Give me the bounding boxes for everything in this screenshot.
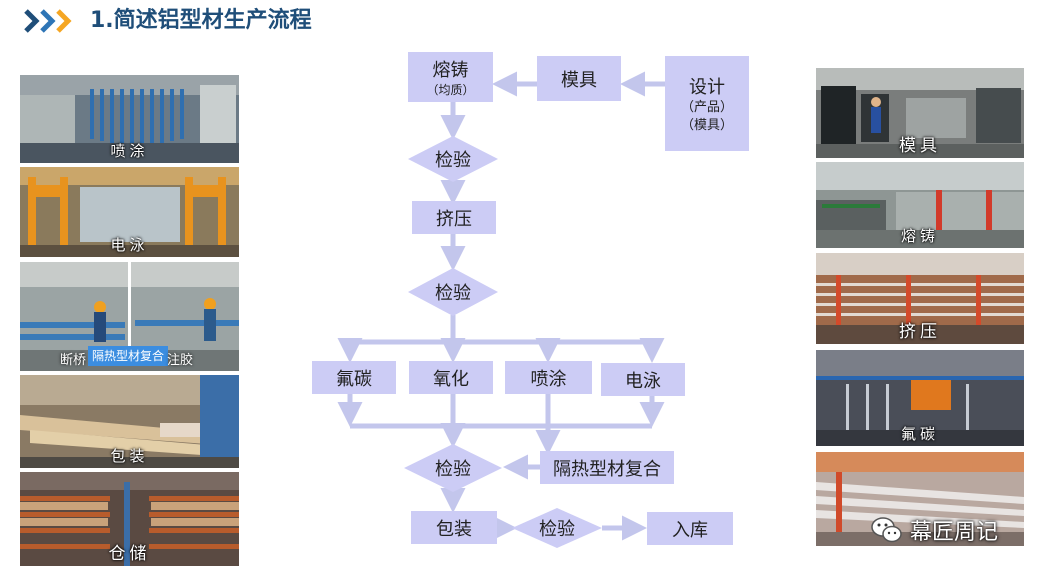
diamond-inspect-1 (408, 136, 498, 182)
photo-caption: 喷涂 (110, 142, 149, 160)
node-packaging: 包装 (411, 511, 497, 544)
node-design-title: 设计 (689, 76, 725, 98)
photo-caption-box: 隔热型材复合 (88, 346, 169, 366)
node-extrusion-label: 挤压 (436, 208, 472, 230)
diamond-inspect-3 (404, 444, 502, 492)
photo-caption-left: 断桥 (60, 353, 87, 368)
photo-caption: 仓储 (108, 544, 151, 564)
node-melt-title: 熔铸 (432, 60, 469, 81)
photo-casting: 熔铸 (816, 162, 1024, 248)
photo-warehouse: 仓储 (20, 472, 239, 566)
node-storage: 入库 (647, 512, 733, 545)
photo-caption: 熔铸 (900, 227, 939, 245)
node-design: 设计 （产品） （模具） (665, 56, 749, 151)
photo-caption: 氟碳 (900, 425, 939, 443)
page-title: 1.简述铝型材生产流程 (90, 8, 312, 33)
wechat-icon (871, 517, 902, 543)
chevron-arrows-icon (24, 9, 72, 33)
photo-profiles (816, 452, 1024, 546)
photo-spraying: 喷涂 (20, 75, 239, 163)
photo-caption: 电泳 (110, 236, 149, 254)
photo-fluorocarbon: 氟碳 (816, 350, 1024, 446)
photo-packaging: 包装 (20, 375, 239, 468)
photo-extrusion: 挤压 (816, 253, 1024, 344)
diamond-inspect-2 (408, 268, 498, 316)
node-oxidation: 氧化 (409, 361, 493, 394)
node-design-sub2: （模具） (680, 117, 733, 133)
node-packaging-label: 包装 (436, 518, 472, 540)
photo-caption-right: 注胶 (167, 353, 194, 368)
label-inspect-3: 检验 (435, 459, 471, 480)
node-oxidation-label: 氧化 (433, 368, 469, 390)
photo-electrophoresis: 电泳 (20, 167, 239, 257)
photo-caption: 挤压 (899, 322, 941, 342)
node-electrophoresis: 电泳 (601, 363, 685, 396)
watermark-text: 幕匠周记 (910, 520, 999, 545)
diamond-inspect-4 (512, 508, 602, 548)
photo-caption: 模具 (899, 136, 941, 156)
node-electrophoresis-label: 电泳 (625, 370, 661, 392)
photo-thermal-break: 断桥 隔热型材复合 注胶 (20, 262, 239, 371)
node-fluorocarbon: 氟碳 (312, 361, 396, 394)
node-extrusion: 挤压 (412, 201, 496, 234)
label-inspect-4: 检验 (539, 519, 575, 540)
watermark-badge: 幕匠周记 (870, 512, 1025, 548)
node-mold-label: 模具 (561, 69, 597, 91)
photo-mold: 模具 (816, 68, 1024, 158)
photo-caption: 包装 (110, 447, 149, 465)
node-mold: 模具 (537, 56, 621, 101)
node-thermal-label: 隔热型材复合 (553, 458, 661, 480)
node-spraying: 喷涂 (505, 361, 592, 394)
node-design-sub1: （产品） (680, 99, 733, 115)
node-thermal-composite: 隔热型材复合 (540, 451, 674, 484)
label-inspect-2: 检验 (435, 283, 471, 304)
node-storage-label: 入库 (672, 519, 708, 541)
node-fluorocarbon-label: 氟碳 (336, 368, 372, 390)
node-spraying-label: 喷涂 (530, 368, 567, 390)
node-melt-sub: （均质） (426, 83, 475, 97)
node-melt-casting: 熔铸 （均质） (408, 52, 493, 102)
label-inspect-1: 检验 (435, 150, 471, 171)
